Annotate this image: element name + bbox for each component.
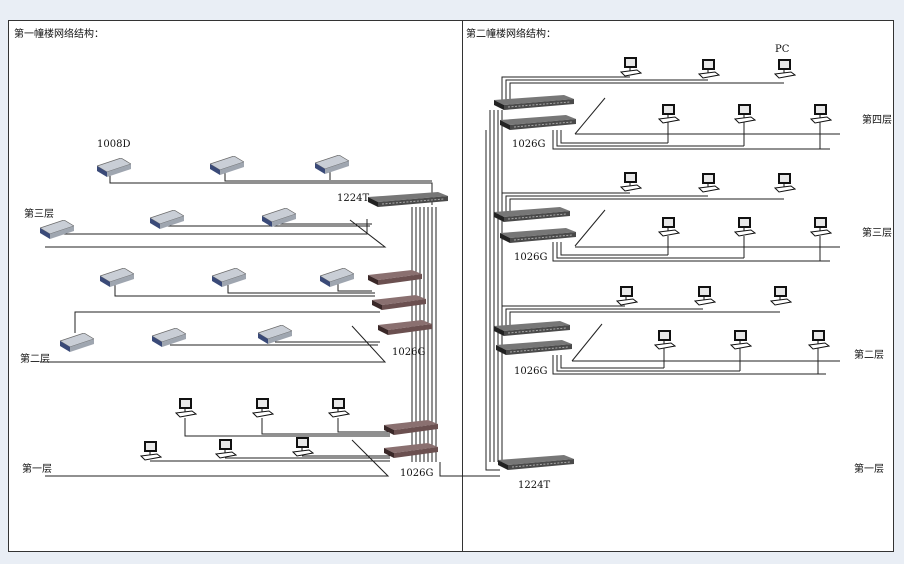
hub-icon	[262, 208, 296, 227]
hub-icon	[40, 220, 74, 239]
label-1026g: 1026G	[400, 468, 434, 479]
computer-icon	[620, 172, 642, 192]
computer-icon	[810, 104, 832, 124]
wire	[224, 173, 432, 182]
computer-icon	[658, 217, 680, 237]
hub-icon	[97, 158, 131, 177]
computer-icon	[654, 330, 676, 350]
switch-icon	[368, 270, 422, 285]
hub-icon	[210, 156, 244, 175]
label-1008d: 1008D	[97, 139, 131, 150]
hub-icon	[320, 268, 354, 287]
switch-icon	[368, 192, 448, 207]
computer-icon	[808, 330, 830, 350]
computer-icon	[616, 286, 638, 306]
computer-icon	[698, 173, 720, 193]
hub-icon	[315, 155, 349, 174]
hub-icon	[212, 268, 246, 287]
computer-icon	[770, 286, 792, 306]
computer-icon	[175, 398, 197, 418]
wire	[74, 311, 380, 333]
switch-icon	[498, 455, 574, 470]
switch-icon	[500, 228, 576, 243]
label-floor-4: 第四层	[862, 115, 892, 126]
label-floor-1: 第一层	[22, 464, 52, 475]
label-floor-3: 第三层	[24, 209, 54, 220]
wire	[184, 418, 390, 437]
computer-icon	[774, 173, 796, 193]
building-1-title: 第一幢楼网络结构：	[14, 29, 104, 40]
switch-icon	[384, 443, 438, 458]
computer-icon	[215, 439, 237, 459]
computer-icon	[328, 398, 350, 418]
computer-icon	[620, 57, 642, 77]
label-floor-3: 第三层	[862, 228, 892, 239]
switch-icon	[494, 207, 570, 222]
switch-icon	[500, 115, 576, 130]
computer-icon	[810, 217, 832, 237]
label-floor-2: 第二层	[20, 354, 50, 365]
switch-icon	[494, 95, 574, 110]
building-2-title: 第二幢楼网络结构：	[466, 29, 556, 40]
wire	[261, 418, 390, 435]
wire	[337, 418, 390, 433]
computer-icon	[734, 104, 756, 124]
hub-icon	[100, 268, 134, 287]
wire	[45, 219, 387, 248]
label-floor-2: 第二层	[854, 350, 884, 361]
wire	[227, 285, 375, 294]
switch-icon	[384, 420, 438, 435]
computer-icon	[730, 330, 752, 350]
building-1-panel	[8, 20, 463, 552]
hub-icon	[258, 325, 292, 344]
hub-icon	[152, 328, 186, 347]
wire	[337, 284, 372, 292]
computer-icon	[140, 441, 162, 461]
computer-icon	[694, 286, 716, 306]
label-floor-1: 第一层	[854, 464, 884, 475]
hub-icon	[150, 210, 184, 229]
label-1224t: 1224T	[518, 480, 551, 491]
switch-icon	[378, 320, 432, 335]
label-pc: PC	[775, 44, 790, 55]
computer-icon	[734, 217, 756, 237]
wire	[40, 325, 387, 363]
label-1026g: 1026G	[514, 252, 548, 263]
computer-icon	[252, 398, 274, 418]
wire	[45, 439, 390, 477]
switch-icon	[496, 340, 572, 355]
computer-icon	[292, 437, 314, 457]
hub-icon	[60, 333, 94, 352]
label-1026g: 1026G	[392, 347, 426, 358]
computer-icon	[658, 104, 680, 124]
label-1026g: 1026G	[512, 139, 546, 150]
label-1026g: 1026G	[514, 366, 548, 377]
label-1224t: 1224T	[337, 193, 370, 204]
wire	[114, 285, 375, 297]
computer-icon	[698, 59, 720, 79]
switch-icon	[372, 295, 426, 310]
computer-icon	[774, 59, 796, 79]
switch-icon	[494, 321, 570, 336]
